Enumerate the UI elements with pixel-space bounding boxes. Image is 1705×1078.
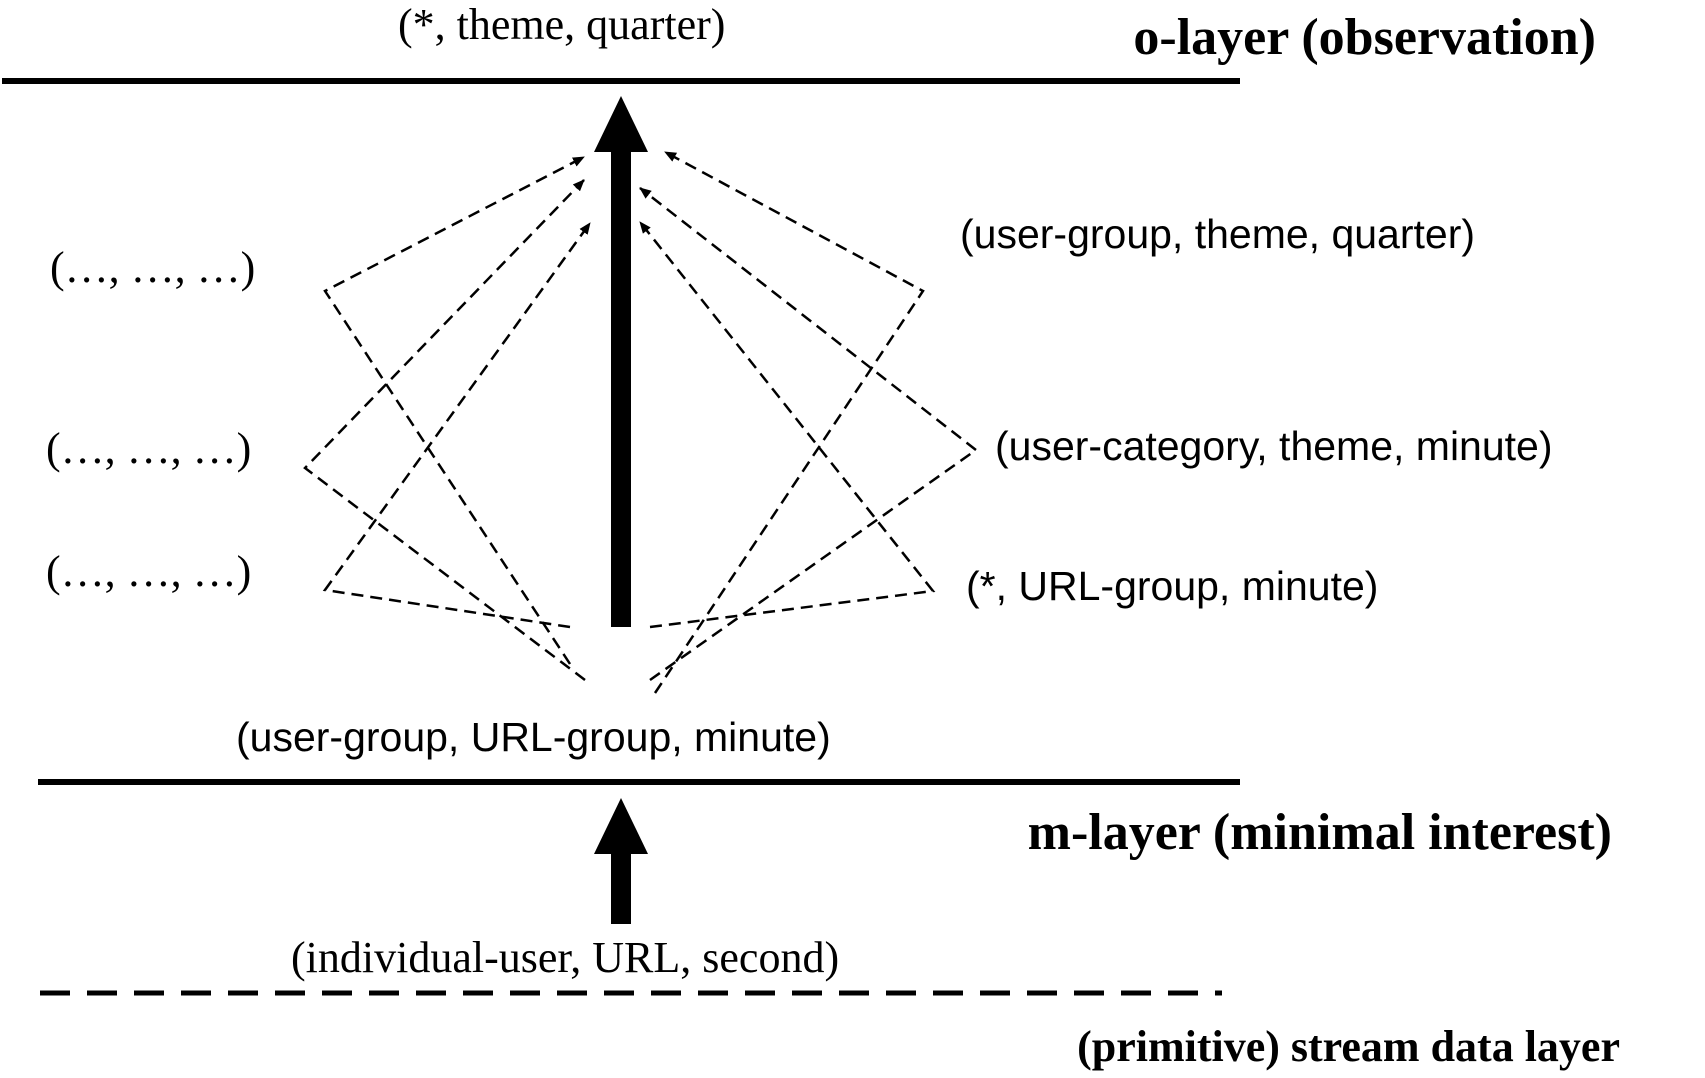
main-roll-up-arrow — [594, 96, 648, 627]
o-layer-label: o-layer (observation) — [1133, 9, 1596, 66]
path-right-1 — [653, 150, 925, 694]
path-left-2 — [303, 179, 586, 681]
node-right-2: (user-category, theme, minute) — [995, 423, 1553, 469]
node-top: (*, theme, quarter) — [398, 0, 725, 49]
node-right-3: (*, URL-group, minute) — [966, 563, 1378, 609]
node-primitive: (individual-user, URL, second) — [291, 933, 839, 982]
node-left-1: (…, …, …) — [50, 243, 255, 292]
right-lattice-paths — [639, 150, 979, 694]
path-left-1 — [323, 155, 585, 665]
stream-layer-label: (primitive) stream data layer — [1077, 1022, 1620, 1071]
path-right-3 — [639, 221, 936, 629]
m-layer-label: m-layer (minimal interest) — [1028, 804, 1612, 861]
node-left-3: (…, …, …) — [46, 547, 251, 596]
path-left-3 — [322, 222, 592, 629]
node-right-1: (user-group, theme, quarter) — [960, 211, 1475, 257]
node-base: (user-group, URL-group, minute) — [236, 714, 831, 760]
left-lattice-paths — [303, 155, 592, 681]
primitive-to-m-layer-arrow — [594, 798, 648, 924]
node-left-2: (…, …, …) — [46, 424, 251, 473]
